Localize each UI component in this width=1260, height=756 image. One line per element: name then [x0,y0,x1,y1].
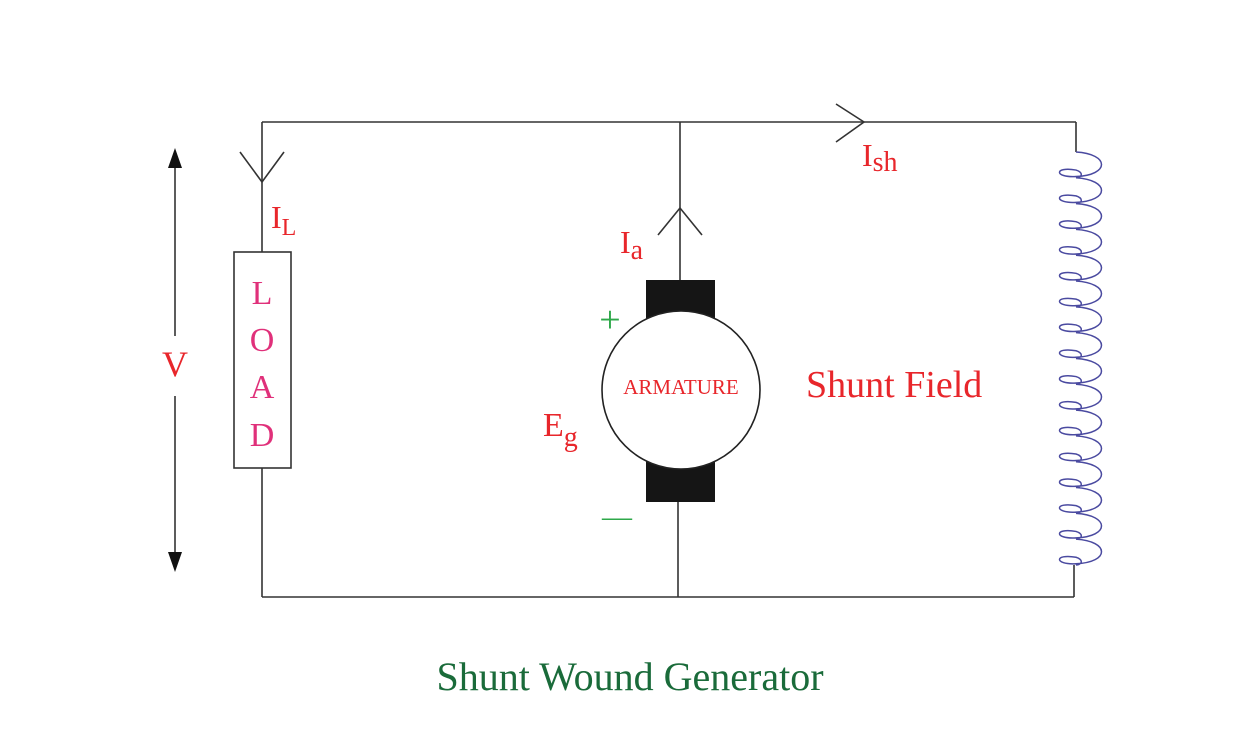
minus-sign: — [601,500,633,533]
emf-label: Eg [543,407,578,453]
armature-label: ARMATURE [623,375,739,399]
load-letter: L [252,275,273,312]
voltage-label: V [162,344,188,384]
load-box [233,251,292,469]
plus-sign: + [599,299,620,341]
circuit-wires [261,121,1077,598]
voltage-arrow-up [168,148,182,168]
armature-current-label: Ia [620,224,644,266]
load-letter: D [250,417,275,454]
diagram-title: Shunt Wound Generator [436,654,823,699]
armature-circle [601,310,761,470]
shunt-current-label: Ish [862,137,898,178]
voltage-arrow [168,148,182,572]
shunt-field-label: Shunt Field [806,364,982,406]
shunt-field-coil [1058,151,1103,566]
load-letter: O [250,322,275,359]
load-letter: A [250,369,275,406]
load-current-label: IL [271,199,296,241]
load-current-arrowhead [239,151,285,184]
shunt-current-arrowhead [835,103,866,143]
load-label: L O A D [250,275,275,454]
armature-current-arrowhead [657,206,703,236]
voltage-arrow-down [168,552,182,572]
